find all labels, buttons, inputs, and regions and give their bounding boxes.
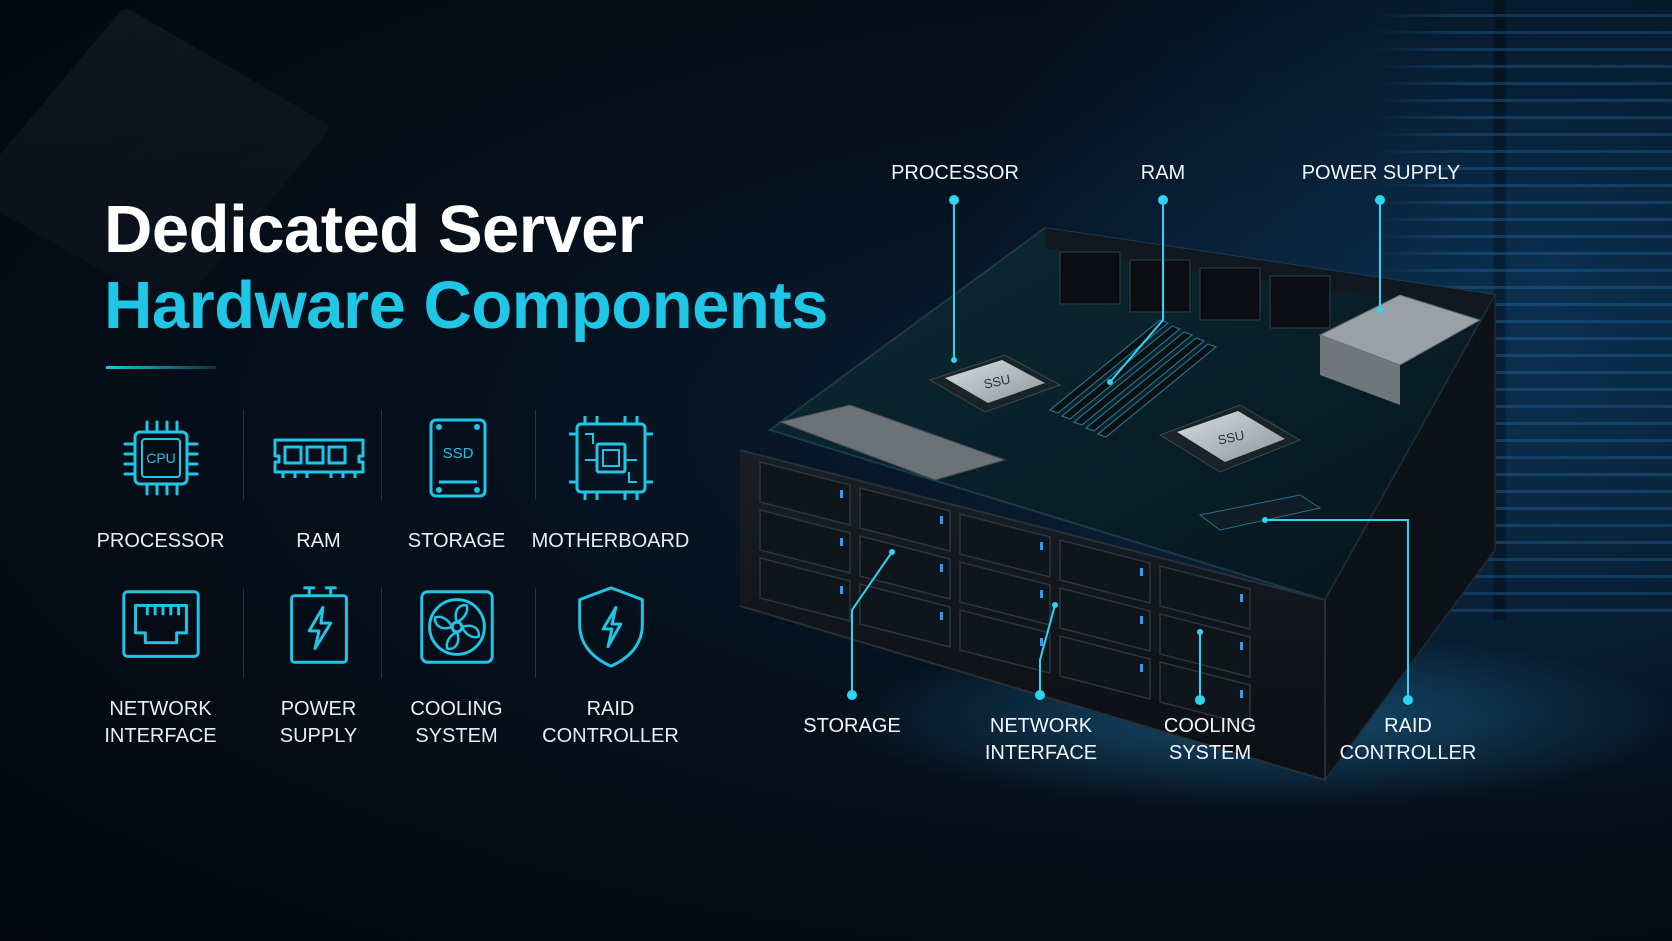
component-label: NETWORK INTERFACE [104,698,217,747]
title-line-2: Hardware Components [104,268,828,343]
callout-dots [847,195,1413,705]
title-underline [106,366,216,369]
ram-icon [273,438,364,478]
title-line-1: Dedicated Server [104,192,644,267]
cpu-icon: CPU [123,420,198,496]
component-motherboard: MOTHERBOARD [528,410,693,580]
component-power-supply: POWER SUPPLY [236,580,401,750]
power-supply-icon [289,586,348,664]
svg-text:CPU: CPU [146,450,176,466]
divider [381,588,382,678]
component-network-interface: NETWORK INTERFACE [78,580,243,750]
callout-storage: STORAGE [803,715,901,737]
fan-icon [419,590,494,664]
callout-processor: PROCESSOR [891,162,1019,184]
divider [243,410,244,500]
component-label: POWER SUPPLY [279,698,358,747]
component-label: STORAGE [407,530,506,552]
cpu-chip-1: SSU [928,354,1062,413]
divider [535,410,536,500]
storage-cage [778,404,1007,481]
svg-text:SSU: SSU [982,371,1011,391]
raid-card [1198,494,1322,531]
callout-network-interface: NETWORK INTERFACE [984,715,1098,764]
cpu-chip-2: SSU [1158,404,1302,473]
component-raid-controller: RAID CONTROLLER [528,580,693,750]
component-ram: RAM [236,410,401,580]
component-label: COOLING SYSTEM [410,698,503,747]
divider [243,588,244,678]
callout-power-supply: POWER SUPPLY [1301,162,1461,184]
ram-modules [1048,319,1218,438]
divider [535,588,536,678]
drive-bays [759,461,1251,726]
chassis-fans [1059,251,1331,329]
page-title: Dedicated Server Hardware Components [104,192,828,344]
shield-bolt-icon [577,586,644,668]
motherboard-icon [568,416,653,500]
callout-cooling-system: COOLING SYSTEM [1163,715,1257,764]
power-supply-unit [1318,294,1482,405]
server-chassis-illustration: SSU SSU [740,195,1672,810]
callout-lines [851,200,1409,700]
svg-text:SSU: SSU [1216,427,1245,447]
component-label: MOTHERBOARD [531,530,690,552]
ssd-icon: SSD [429,418,486,498]
component-label: RAID CONTROLLER [542,698,679,747]
component-label: PROCESSOR [96,530,225,552]
component-grid: CPU PROCESSOR RAM SSD STORAGE [78,410,738,790]
divider [381,410,382,500]
component-processor: CPU PROCESSOR [78,410,243,580]
ethernet-port-icon [121,590,200,658]
drive-leds [840,490,1243,698]
callout-raid-controller: RAID CONTROLLER [1339,715,1477,764]
svg-text:SSD: SSD [442,445,473,462]
component-label: RAM [296,530,341,552]
component-cooling-system: COOLING SYSTEM [374,580,539,750]
chassis-back-wall [1045,228,1495,315]
component-storage: SSD STORAGE [374,410,539,580]
callout-ram: RAM [1140,162,1186,184]
server-diagram: SSU SSU [740,160,1672,860]
